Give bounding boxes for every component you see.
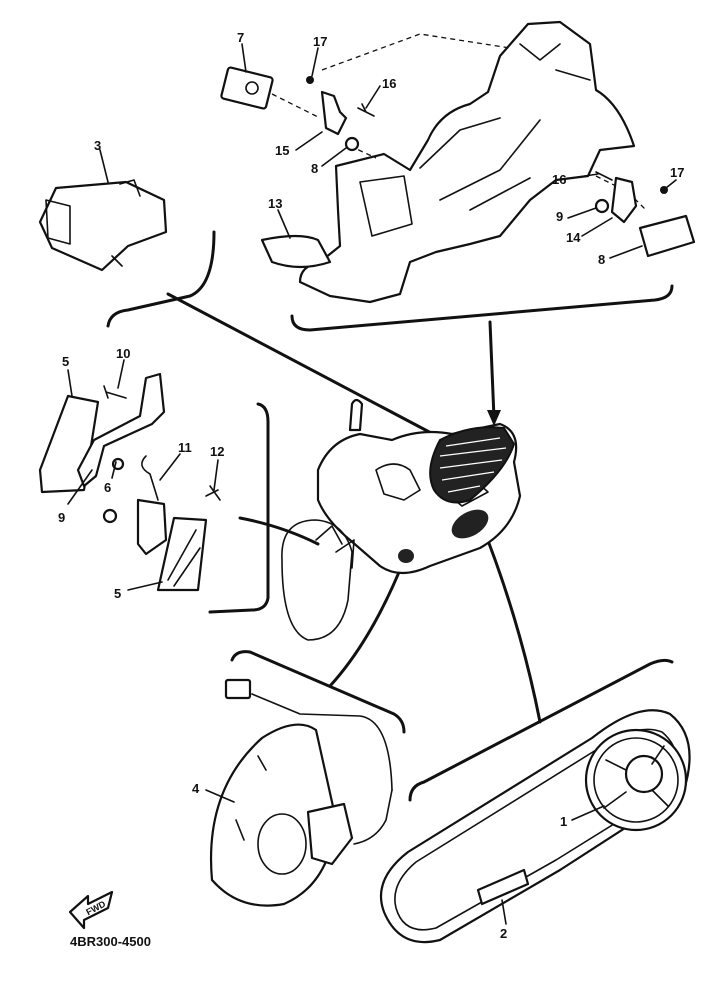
callout-5-top: 5 (62, 354, 69, 369)
reflector-hatch (167, 529, 201, 587)
leader-sensor (328, 558, 406, 688)
bracket-chain-group (408, 658, 674, 802)
leader-chain (478, 518, 542, 724)
callout-6: 6 (104, 480, 111, 495)
spring-hook (141, 455, 159, 501)
dash-line-fender-top (321, 33, 511, 71)
callout-3: 3 (94, 138, 101, 153)
callout-13: 13 (268, 196, 282, 211)
leader-control-unit (166, 292, 454, 446)
callout-9: 9 (58, 510, 65, 525)
reflector-stay-11 (136, 498, 168, 556)
callout-7-right: 8 (598, 252, 605, 267)
callout-leaders (67, 43, 677, 925)
leader-reflector (238, 516, 320, 546)
callout-17-right: 17 (670, 165, 684, 180)
callout-5-bottom: 5 (114, 586, 121, 601)
callout-12: 12 (210, 444, 224, 459)
callout-7-top: 7 (237, 30, 244, 45)
chain-sprocket-assembly (379, 709, 691, 944)
bracket-right (610, 176, 638, 224)
callout-15: 15 (275, 143, 289, 158)
bracket-rear-fender-group (290, 284, 674, 332)
nut-8-left (344, 136, 360, 152)
callout-14: 14 (566, 230, 581, 245)
callout-16-right: 16 (552, 172, 566, 187)
bolt-12 (205, 485, 221, 501)
screw-16-right (595, 171, 613, 181)
leader-rear-fender-arrow (487, 410, 501, 426)
callout-17-top: 17 (313, 34, 327, 49)
bracket-left (320, 90, 348, 136)
sensor-disc-assembly (210, 678, 393, 907)
callout-10: 10 (116, 346, 130, 361)
callout-2: 2 (500, 926, 507, 941)
callout-8-top: 8 (311, 161, 318, 176)
callout-8-right: 9 (556, 209, 563, 224)
dash-line-fender-right (595, 175, 647, 211)
nut-17-left (306, 76, 314, 84)
reflector-rear-left-hole (245, 81, 259, 95)
bracket-control-unit-group (106, 230, 216, 328)
reflector-rear-left (220, 66, 274, 110)
bracket-sensor-group (230, 650, 406, 734)
bracket-reflector-group (208, 402, 270, 614)
callout-1: 1 (560, 814, 567, 829)
control-unit (38, 179, 168, 272)
callout-16-top: 16 (382, 76, 396, 91)
screw-16-left (357, 103, 375, 117)
rear-fender-assembly (260, 20, 636, 304)
bolt-10 (103, 385, 127, 399)
nut-6-b (102, 508, 118, 524)
callout-11: 11 (178, 440, 192, 455)
forward-arrow-icon: FWD (68, 890, 114, 930)
reflector-rear-right (638, 214, 696, 258)
callout-4: 4 (192, 781, 200, 796)
nut-8-right (594, 198, 610, 214)
drawing-code: 4BR300-4500 (70, 934, 151, 949)
motorcycle-outline (281, 398, 522, 641)
leader-rear-fender (488, 320, 496, 420)
reflector-stay-9 (76, 372, 166, 488)
